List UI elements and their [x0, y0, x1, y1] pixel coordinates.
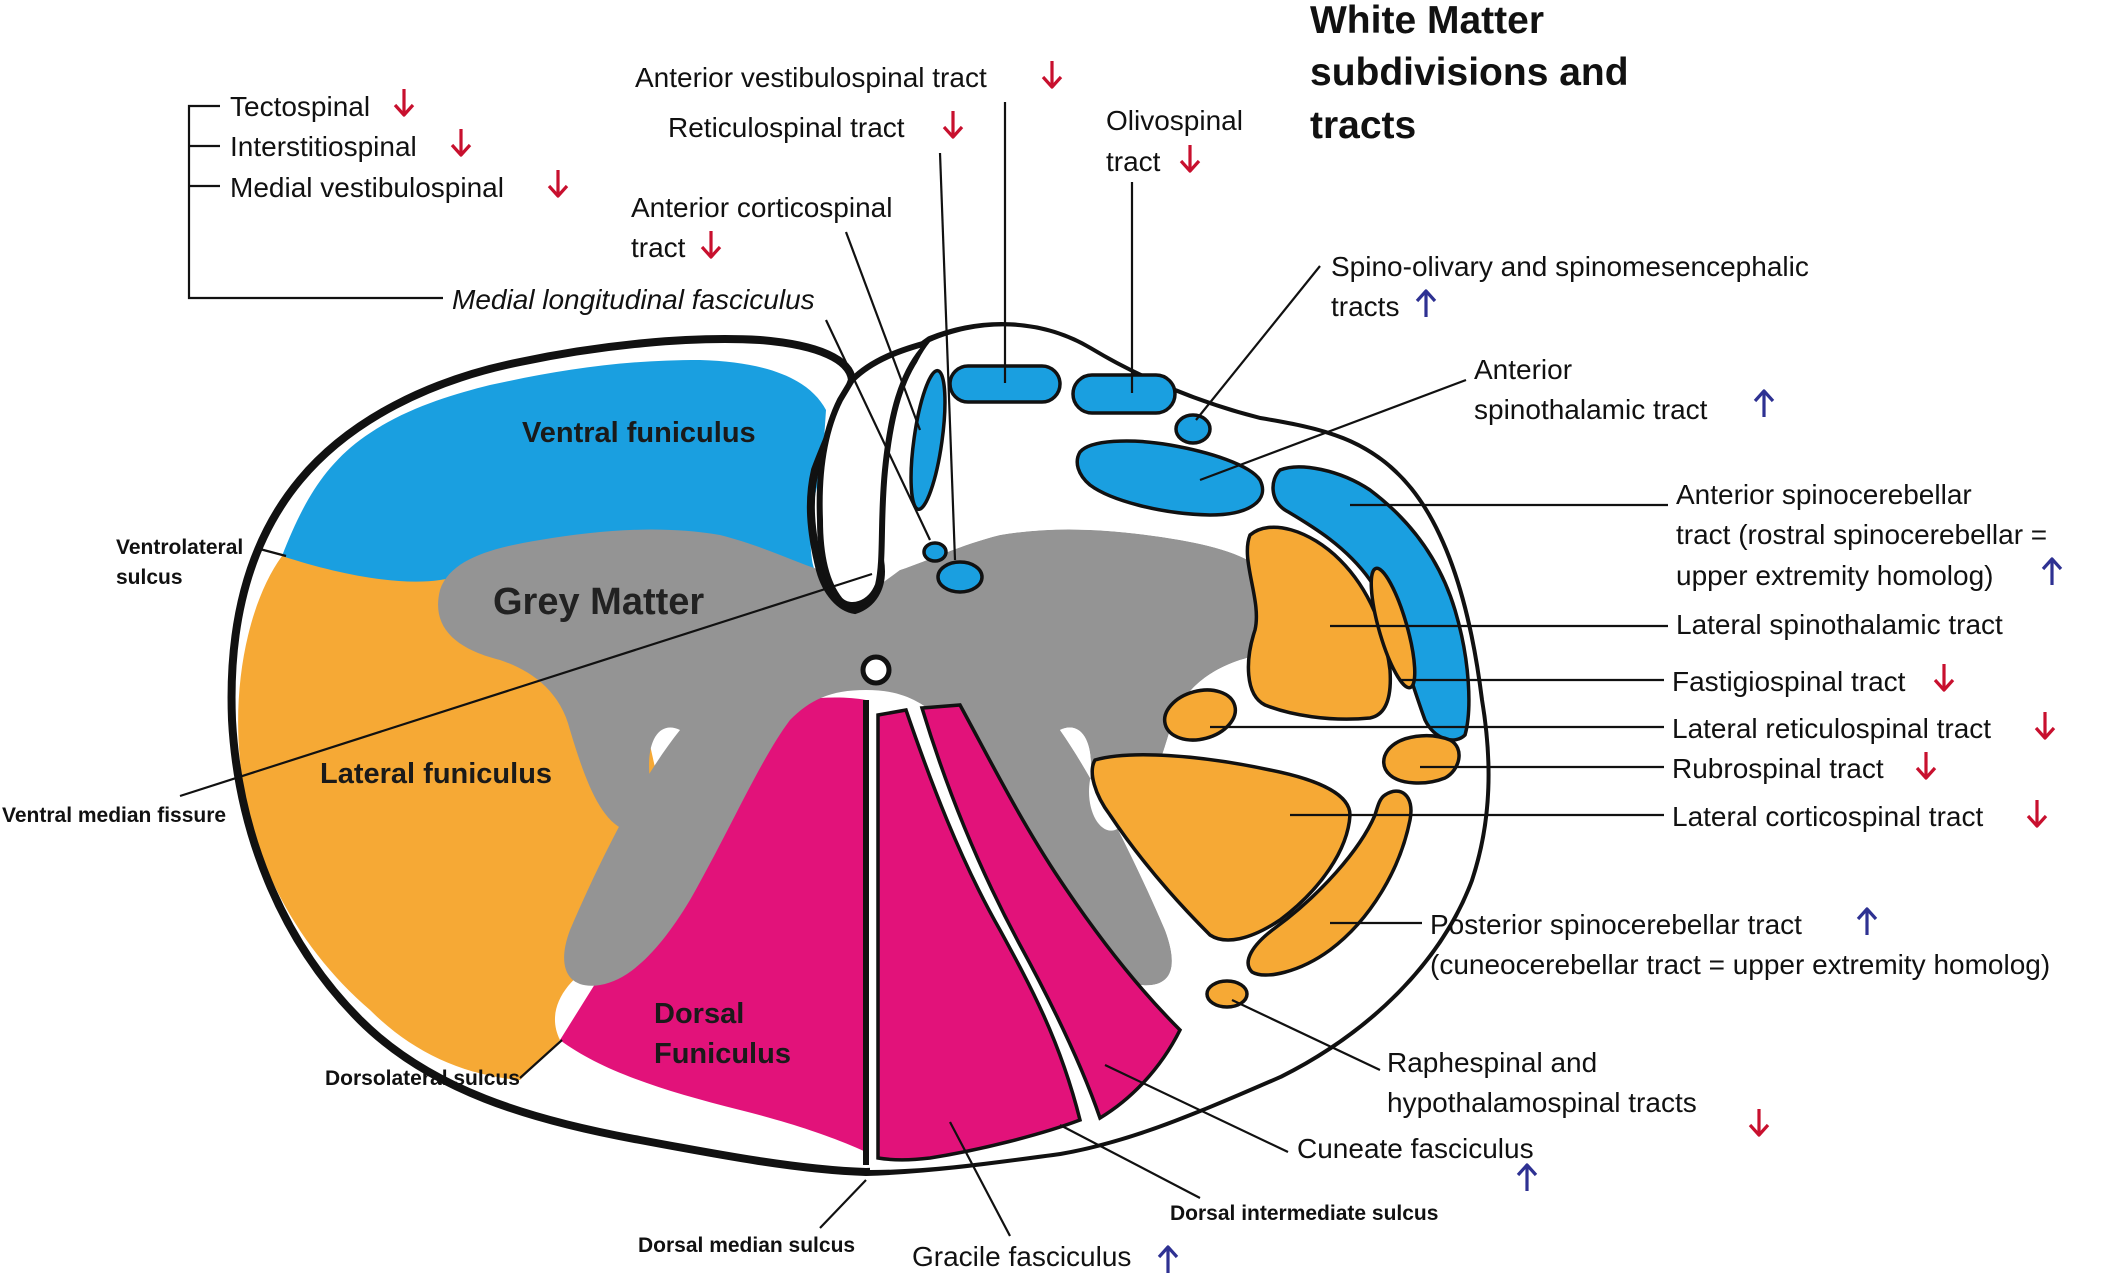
descending-arrow-icon	[2026, 798, 2048, 828]
ascending-arrow-icon	[1415, 289, 1437, 319]
descending-arrow-icon	[393, 87, 415, 117]
raphespinal-tract-shape	[1205, 979, 1249, 1009]
descending-arrow-icon	[1915, 750, 1937, 780]
lateral-funiculus-label: Lateral funiculus	[320, 758, 552, 790]
ascending-arrow-icon	[1856, 907, 1878, 937]
posterior-spinocerebellar-label-1: Posterior spinocerebellar tract	[1430, 909, 1802, 940]
leader-raphespinal	[1231, 999, 1381, 1071]
lateral-spinothalamic-tract-shape	[1245, 525, 1393, 721]
title-line-3: tracts	[1310, 104, 1416, 147]
lateral-spinothalamic-label: Lateral spinothalamic tract	[1676, 609, 2003, 640]
anterior-vestibulospinal-label: Anterior vestibulospinal tract	[635, 62, 987, 93]
mlf-label: Medial longitudinal fasciculus	[452, 284, 815, 315]
anterior-spinocerebellar-label-3: upper extremity homolog)	[1676, 560, 1993, 591]
anterior-spinocerebellar-label-2: tract (rostral spinocerebellar =	[1676, 519, 2047, 550]
anterior-spinocerebellar-label-1: Anterior spinocerebellar	[1676, 479, 1972, 510]
olivospinal-tract-shape	[1071, 373, 1177, 415]
ascending-arrow-icon	[2041, 557, 2063, 587]
ascending-arrow-icon	[1516, 1163, 1538, 1193]
reticulospinal-label: Reticulospinal tract	[668, 112, 905, 143]
spino-olivary-label-2: tracts	[1331, 291, 1399, 322]
descending-arrow-icon	[450, 127, 472, 157]
gracile-fasciculus-label: Gracile fasciculus	[912, 1241, 1131, 1272]
ventral-funiculus-label: Ventral funiculus	[522, 417, 756, 449]
raphespinal-label-1: Raphespinal and	[1387, 1047, 1597, 1078]
lateral-reticulospinal-label: Lateral reticulospinal tract	[1672, 713, 1991, 744]
medial-vestibulospinal-label: Medial vestibulospinal	[230, 172, 504, 203]
ventrolateral-sulcus-label-2: sulcus	[116, 566, 183, 589]
descending-arrow-icon	[1179, 143, 1201, 173]
descending-arrow-icon	[1933, 662, 1955, 692]
raphespinal-label-2: hypothalamospinal tracts	[1387, 1087, 1697, 1118]
reticulospinal-tract-shape-1	[922, 541, 948, 563]
rubrospinal-label: Rubrospinal tract	[1672, 753, 1884, 784]
leader-dorsal-median	[819, 1179, 867, 1229]
ventral-median-fissure	[816, 339, 933, 608]
fastigiospinal-tract-shape	[1369, 566, 1417, 690]
spino-olivary-tract-shape	[1174, 413, 1212, 445]
descending-arrow-icon	[942, 109, 964, 139]
descending-arrow-icon	[2034, 710, 2056, 740]
anterior-corticospinal-label-1: Anterior corticospinal	[631, 192, 892, 223]
leader-cuneate	[1104, 1064, 1289, 1153]
ventral-median-fissure-label: Ventral median fissure	[2, 804, 226, 827]
anterior-spinothalamic-label-1: Anterior	[1474, 354, 1572, 385]
lateral-corticospinal-label: Lateral corticospinal tract	[1672, 801, 1983, 832]
cuneate-fasciculus-label: Cuneate fasciculus	[1297, 1133, 1534, 1164]
leader-ventrolateral	[255, 546, 287, 558]
posterior-spinocerebellar-label-2: (cuneocerebellar tract = upper extremity…	[1430, 949, 2050, 980]
leader-mlf	[825, 319, 931, 541]
title-line-2: subdivisions and	[1310, 51, 1629, 94]
olivospinal-label-1: Olivospinal	[1106, 105, 1243, 136]
olivospinal-label-2: tract	[1106, 146, 1161, 177]
grey-matter-label: Grey Matter	[493, 581, 704, 623]
descending-arrow-icon	[1041, 59, 1063, 89]
lateral-funiculus	[238, 457, 660, 1080]
anterior-spinocerebellar-tract-shape	[1271, 465, 1471, 742]
descending-arrow-icon	[547, 168, 569, 198]
ascending-arrow-icon	[1157, 1245, 1179, 1275]
anterior-spinothalamic-tract-shape	[1075, 439, 1265, 517]
reticulospinal-tract-shape-2	[936, 560, 984, 594]
leader-anterior-spinothalamic	[1199, 378, 1467, 482]
spino-olivary-label-1: Spino-olivary and spinomesencephalic	[1331, 251, 1809, 282]
dorsolateral-sulcus-label: Dorsolateral sulcus	[325, 1067, 520, 1090]
mlf-bracket	[187, 104, 443, 300]
grey-matter	[438, 529, 1283, 986]
descending-arrow-icon	[700, 229, 722, 259]
descending-arrow-icon	[1748, 1107, 1770, 1137]
fastigiospinal-label: Fastigiospinal tract	[1672, 666, 1906, 697]
anterior-corticospinal-label-2: tract	[631, 232, 686, 263]
leader-ventral-median	[179, 572, 873, 798]
ascending-arrow-icon	[1753, 389, 1775, 419]
leader-dorsolateral	[519, 1039, 563, 1079]
central-canal	[860, 654, 892, 686]
dorsal-funiculus-left	[560, 697, 866, 1152]
dorsal-funiculus-label-1: Dorsal	[654, 998, 744, 1030]
rubrospinal-tract-shape	[1382, 733, 1461, 785]
leader-reticulospinal	[938, 152, 957, 561]
anterior-spinothalamic-label-2: spinothalamic tract	[1474, 394, 1708, 425]
leader-spino-olivary	[1195, 265, 1321, 421]
cuneate-fasciculus-shape	[919, 703, 1183, 1121]
dorsal-intermediate-sulcus-label: Dorsal intermediate sulcus	[1170, 1202, 1438, 1225]
lateral-corticospinal-tract-shape	[1090, 753, 1352, 942]
leader-anterior-corticospinal	[844, 231, 922, 431]
interstitiospinal-label: Interstitiospinal	[230, 131, 417, 162]
anterior-corticospinal-tract-shape	[909, 368, 947, 512]
ventrolateral-sulcus-label-1: Ventrolateral	[116, 536, 243, 559]
dorsal-funiculus-label-2: Funiculus	[654, 1038, 791, 1070]
posterior-spinocerebellar-tract-shape	[1246, 789, 1413, 977]
dorsal-median-sulcus-label: Dorsal median sulcus	[638, 1234, 855, 1257]
gracile-fasciculus-shape	[876, 708, 1083, 1162]
title-line-1: White Matter	[1310, 0, 1544, 42]
leader-gracile	[949, 1121, 1011, 1237]
leader-dorsal-intermediate	[1059, 1124, 1201, 1199]
tectospinal-label: Tectospinal	[230, 91, 370, 122]
